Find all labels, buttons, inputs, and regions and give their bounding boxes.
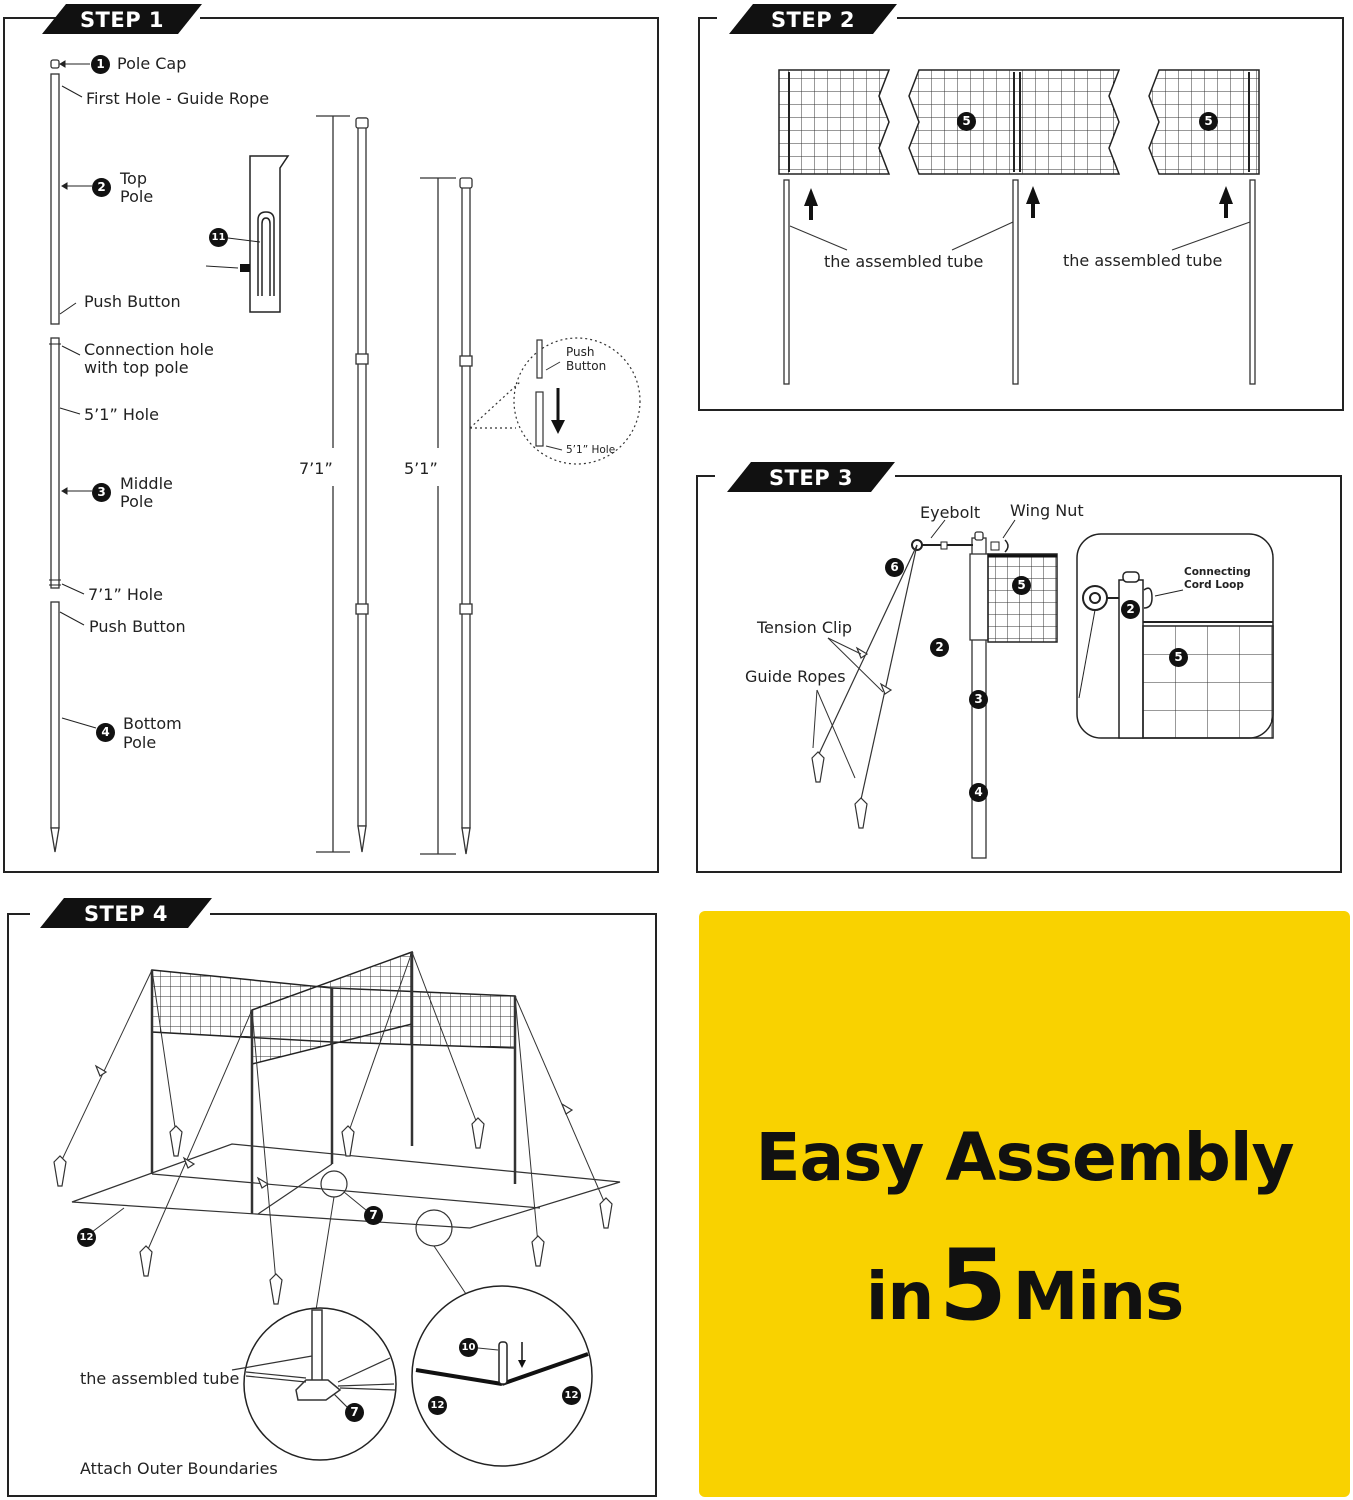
badge-detail-5: 5 — [1169, 648, 1188, 667]
badge-net-5a: 5 — [957, 112, 976, 131]
promo-line2: in 5 Mins — [699, 1229, 1350, 1343]
label-hole-5: 5’1” Hole — [84, 405, 159, 424]
badge-pole-cap: 1 — [91, 55, 110, 74]
badge-stake-10: 10 — [459, 1338, 478, 1357]
promo-line1: Easy Assembly — [755, 1119, 1295, 1196]
label-pole-cap: Pole Cap — [117, 54, 187, 73]
label-middle-l1: Middle — [120, 474, 173, 493]
step4-drawing — [7, 913, 657, 1497]
badge-push-button-part: 11 — [209, 228, 228, 247]
label-assembled-tube: the assembled tube — [80, 1369, 240, 1388]
badge-top-pole-2: 2 — [930, 638, 949, 657]
step2-banner: STEP 2 — [729, 4, 897, 34]
label-top-pole-l1: Top — [120, 169, 147, 188]
label-eyebolt: Eyebolt — [920, 503, 981, 522]
step1-drawing — [3, 17, 659, 873]
label-connection-l2: with top pole — [84, 358, 189, 377]
promo-mins: Mins — [1012, 1258, 1185, 1335]
badge-boundary-12c: 12 — [562, 1386, 581, 1405]
step2-panel: STEP 2 5 5 the assembled tube the assemb… — [697, 0, 1347, 414]
badge-net-5b: 5 — [1199, 112, 1218, 131]
label-middle-l2: Pole — [120, 492, 154, 511]
promo-five: 5 — [938, 1229, 1008, 1343]
badge-eyebolt-6: 6 — [885, 558, 904, 577]
label-connection-l1: Connection hole — [84, 340, 214, 359]
label-tension-clip: Tension Clip — [757, 618, 853, 637]
step3-banner: STEP 3 — [727, 462, 895, 492]
label-detail-push-l2: Button — [566, 359, 607, 373]
badge-bottom-pole-4: 4 — [969, 783, 988, 802]
badge-detail-2: 2 — [1121, 600, 1140, 619]
badge-net-5: 5 — [1012, 576, 1031, 595]
label-bottom-l2: Pole — [123, 733, 157, 752]
label-push-button-1: Push Button — [84, 292, 181, 311]
label-top-pole-l2: Pole — [120, 187, 154, 206]
badge-boundary-12a: 12 — [77, 1228, 96, 1247]
label-height-7: 7’1” — [299, 459, 333, 478]
label-push-button-2: Push Button — [89, 617, 186, 636]
step4-banner: STEP 4 — [40, 898, 212, 928]
label-height-5: 5’1” — [404, 459, 438, 478]
step1-title: STEP 1 — [79, 8, 165, 32]
step1-panel: STEP 1 1 Pole Cap First Hole - Guide Rop… — [0, 0, 662, 876]
label-cord-l2: Cord Loop — [1184, 579, 1244, 591]
step3-panel: STEP 3 Eyebolt Wing Nut Tension Clip Gui… — [695, 458, 1345, 876]
promo-panel: Easy Assembly in 5 Mins — [699, 911, 1350, 1497]
badge-center-7a: 7 — [364, 1206, 383, 1225]
label-cord-l1: Connecting — [1184, 566, 1251, 578]
badge-bottom-pole: 4 — [96, 723, 115, 742]
label-wing-nut: Wing Nut — [1010, 501, 1084, 520]
badge-middle-pole-3: 3 — [969, 690, 988, 709]
label-detail-hole: 5’1” Hole — [566, 444, 616, 456]
step4-title: STEP 4 — [83, 902, 169, 926]
badge-boundary-12b: 12 — [428, 1396, 447, 1415]
step2-drawing — [698, 17, 1344, 411]
badge-middle-pole: 3 — [92, 483, 111, 502]
step2-title: STEP 2 — [770, 8, 856, 32]
label-attach-outer: Attach Outer Boundaries — [80, 1459, 278, 1478]
badge-top-pole: 2 — [92, 178, 111, 197]
label-bottom-l1: Bottom — [123, 714, 182, 733]
badge-center-7b: 7 — [345, 1403, 364, 1422]
label-assembled-tube-2: the assembled tube — [1063, 251, 1223, 270]
label-assembled-tube-1: the assembled tube — [824, 252, 984, 271]
step3-title: STEP 3 — [768, 466, 854, 490]
step1-banner: STEP 1 — [42, 4, 202, 34]
label-detail-push-l1: Push — [566, 345, 595, 359]
promo-in: in — [865, 1258, 935, 1335]
label-hole-7: 7’1” Hole — [88, 585, 163, 604]
step4-panel: STEP 4 12 7 7 10 12 12 the assembled tub… — [0, 896, 662, 1500]
label-guide-ropes: Guide Ropes — [745, 667, 846, 686]
label-first-hole: First Hole - Guide Rope — [86, 89, 270, 108]
